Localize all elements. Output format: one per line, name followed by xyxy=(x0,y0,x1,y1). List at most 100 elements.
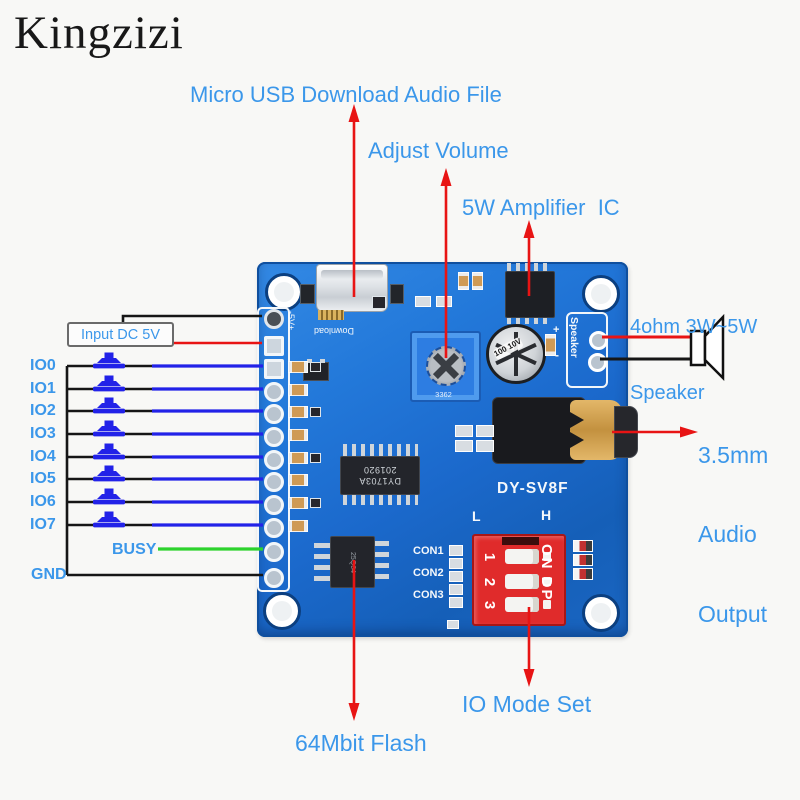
dip-number-2: 2 xyxy=(481,577,498,587)
audio-jack-clip xyxy=(570,400,622,460)
dip-slider-1 xyxy=(505,549,539,564)
audio-annotation-line2: Audio xyxy=(698,521,757,548)
chip-marking: 201920 xyxy=(363,465,397,476)
io-pin-label: IO2 xyxy=(30,402,56,419)
smd-component xyxy=(545,334,556,356)
usb-annotation: Micro USB Download Audio File xyxy=(190,82,502,107)
smd-component xyxy=(310,453,321,463)
io-pin-label: IO7 xyxy=(30,516,56,533)
through-hole-pin xyxy=(264,542,284,562)
io-wires xyxy=(67,352,263,528)
flash-chip: 25Q64 xyxy=(330,536,375,588)
speaker-silkscreen: Speaker xyxy=(568,317,580,358)
mcu-pins xyxy=(343,493,418,505)
through-hole-pin xyxy=(264,427,284,447)
smd-component xyxy=(372,296,386,309)
smd-component xyxy=(310,362,321,372)
high-label: H xyxy=(541,507,552,523)
speaker-annotation-line2: Speaker xyxy=(630,382,705,404)
io-pin-label: IO1 xyxy=(30,380,56,397)
mounting-hole xyxy=(265,273,303,311)
smd-component xyxy=(573,540,593,552)
volume-annotation: Adjust Volume xyxy=(368,138,509,163)
common-ground-wire xyxy=(65,366,263,577)
volume-potentiometer: 3362 xyxy=(410,331,481,402)
flash-annotation: 64Mbit Flash xyxy=(295,730,427,756)
input-dc-label: Input DC 5V xyxy=(67,322,174,347)
speaker-terminal xyxy=(566,312,608,388)
through-hole-pin xyxy=(264,309,284,329)
smd-component xyxy=(472,272,483,290)
smd-component xyxy=(288,406,308,418)
io-pin-label: IO6 xyxy=(30,493,56,510)
gnd-label: GND xyxy=(31,566,67,583)
usb-shield xyxy=(390,284,404,304)
smd-component xyxy=(449,545,463,556)
smd-component xyxy=(288,429,308,441)
smd-component xyxy=(455,440,473,452)
amplifier-ic xyxy=(505,271,555,318)
con2-label: CON2 xyxy=(413,567,444,579)
smd-component xyxy=(288,361,308,373)
main-chip: DY1703A 201920 xyxy=(340,456,420,495)
mounting-hole xyxy=(582,275,620,313)
dip-number-3: 3 xyxy=(481,600,498,610)
smd-component xyxy=(573,554,593,566)
through-hole-pin xyxy=(264,382,284,402)
brand-logo: Kingzizi xyxy=(14,7,184,59)
audio-annotation-line3: Output xyxy=(698,600,768,627)
through-hole-pin xyxy=(264,518,284,538)
low-label: L xyxy=(472,508,481,524)
amp-pins xyxy=(507,316,551,324)
through-hole-pin xyxy=(264,359,284,379)
electrolytic-capacitor: 100 10V xyxy=(486,324,546,384)
flash-pins xyxy=(314,543,330,583)
mounting-hole xyxy=(582,594,620,632)
speaker-pad-minus xyxy=(588,353,607,372)
pin-header-outline xyxy=(257,307,290,592)
smd-component xyxy=(476,425,494,437)
busy-label: BUSY xyxy=(112,541,157,558)
dip-switch: 1 2 3 ON DP xyxy=(472,534,566,626)
through-hole-pin xyxy=(264,495,284,515)
flash-marking: 25Q64 xyxy=(349,551,356,573)
smd-component xyxy=(436,296,452,307)
smd-component xyxy=(288,497,308,509)
io-mode-annotation: IO Mode Set xyxy=(462,691,592,717)
dip-slider-3 xyxy=(505,597,539,612)
pot-marking: 3362 xyxy=(435,390,452,399)
amp-annotation: 5W Amplifier IC xyxy=(462,195,620,220)
smd-component xyxy=(310,407,321,417)
dip-on-label: ON DP xyxy=(538,544,555,602)
dip-number-1: 1 xyxy=(481,552,498,562)
speaker-annotation-line1: 4ohm 3W~5W xyxy=(630,316,758,338)
smd-component xyxy=(415,296,431,307)
io-pin-label: IO3 xyxy=(30,425,56,442)
smd-component xyxy=(476,440,494,452)
io-pin-label: IO5 xyxy=(30,470,56,487)
plus-mark: + xyxy=(553,324,560,336)
mcu-pins xyxy=(343,444,418,456)
amp-pins xyxy=(507,263,551,271)
smd-component xyxy=(288,452,308,464)
minus-mark: - xyxy=(555,348,559,362)
flash-pins xyxy=(373,541,389,581)
smd-component xyxy=(447,620,459,629)
through-hole-pin xyxy=(264,404,284,424)
smd-component xyxy=(449,571,463,582)
smd-component xyxy=(310,498,321,508)
con1-label: CON1 xyxy=(413,545,444,557)
io-pin-label: IO0 xyxy=(30,357,56,374)
audio-output-annotation: 3.5mm Audio Output xyxy=(698,390,768,679)
smd-component xyxy=(288,474,308,486)
dip-slider-2 xyxy=(505,574,539,589)
smd-component xyxy=(288,520,308,532)
through-hole-pin xyxy=(264,450,284,470)
smd-component xyxy=(449,558,463,569)
through-hole-pin xyxy=(264,568,284,588)
usb-shield xyxy=(300,284,315,304)
smd-component xyxy=(449,597,463,608)
model-silkscreen: DY-SV8F xyxy=(497,480,569,497)
chip-marking: DY1703A xyxy=(358,476,402,486)
